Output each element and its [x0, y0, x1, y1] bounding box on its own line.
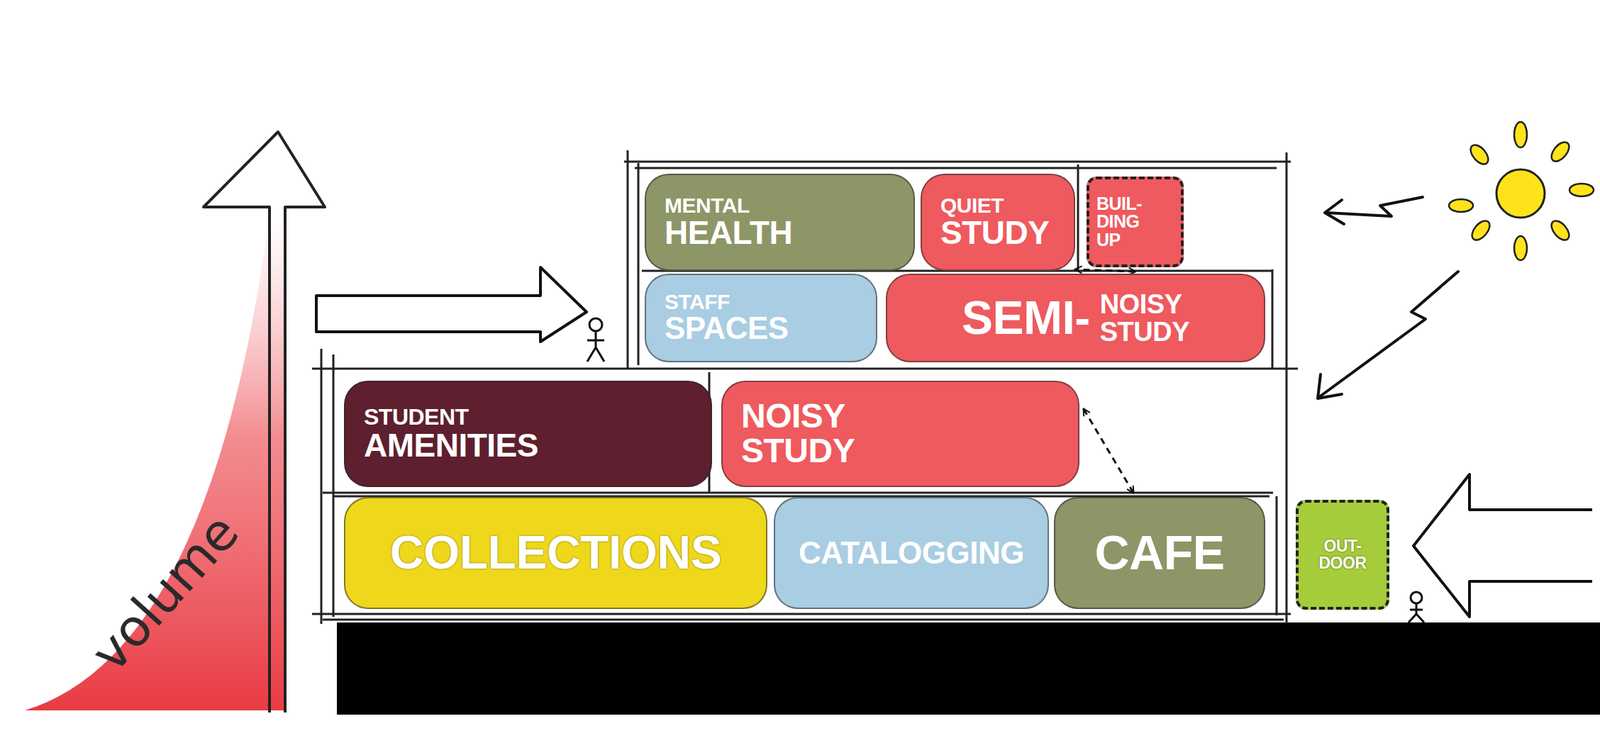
sun-symbol	[1448, 121, 1594, 261]
volume-wedge	[24, 212, 286, 711]
box-label: COLLECTIONS	[390, 529, 722, 577]
box-heading: QUIET	[940, 195, 1004, 218]
axis-label: volume	[79, 502, 251, 683]
outdoor-box: OUT- DOOR	[1295, 500, 1390, 610]
entry-arrow	[316, 267, 587, 342]
box-label: STUDY	[940, 216, 1049, 250]
adjacency-arrow	[1083, 409, 1134, 493]
box-label: SPACES	[664, 312, 789, 345]
sunlight-arrow	[1317, 197, 1459, 399]
building-frame	[312, 150, 1298, 625]
ground-slab	[336, 622, 1600, 715]
box-label: NOISY STUDY	[741, 399, 855, 469]
box-heading: MENTAL	[664, 195, 750, 218]
program-box: CAFE	[1053, 497, 1266, 610]
box-label: AMENITIES	[363, 429, 539, 463]
box-heading: STUDENT	[363, 405, 469, 430]
box-label: NOISY STUDY	[1100, 290, 1190, 347]
box-heading: STAFF	[664, 291, 730, 314]
entry-arrow	[1413, 474, 1593, 618]
box-label: BUIL- DING UP	[1096, 195, 1142, 250]
box-label: CAFE	[1094, 528, 1225, 578]
box-label: HEALTH	[664, 216, 793, 250]
program-box: CATALOGGING	[773, 497, 1049, 610]
volume-arrow	[203, 131, 325, 713]
program-box: STUDENTAMENITIES	[343, 380, 713, 488]
box-label: OUT- DOOR	[1319, 538, 1367, 572]
program-box: QUIETSTUDY	[920, 173, 1076, 271]
program-box: SEMI-NOISY STUDY	[885, 273, 1266, 363]
program-box: MENTALHEALTH	[644, 173, 915, 271]
program-box: NOISY STUDY	[721, 380, 1080, 488]
future-box: BUIL- DING UP	[1086, 176, 1184, 268]
box-heading: SEMI-	[961, 294, 1091, 342]
box-label: CATALOGGING	[798, 537, 1025, 570]
program-box: STAFFSPACES	[644, 273, 878, 363]
program-box: COLLECTIONS	[343, 497, 768, 610]
adjacency-arrow	[1075, 269, 1136, 272]
